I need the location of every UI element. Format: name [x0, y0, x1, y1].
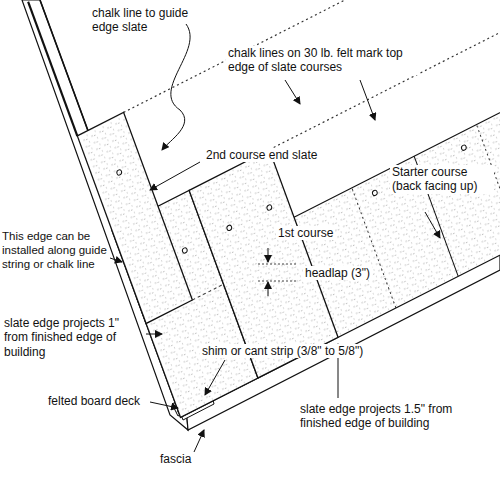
- callout-label: felted board deck: [48, 394, 140, 408]
- callout-label: shim or cant strip (3/8" to 5/8"): [200, 344, 365, 358]
- leader-lines: [110, 24, 440, 452]
- second-course-end-slate: [77, 112, 192, 323]
- guide-chalk-line: [28, 2, 77, 136]
- dimension-label: headlap (3"): [303, 266, 372, 280]
- course-label: 1st course: [276, 226, 335, 240]
- callout-label: chalk lines on 30 lb. felt mark top edge…: [226, 46, 420, 75]
- roof-plane: [28, 0, 500, 417]
- callout-label: Starter course (back facing up): [390, 165, 494, 194]
- headlap-dimension: [258, 248, 298, 296]
- callout-label: slate edge projects 1.5" from finished e…: [298, 402, 497, 431]
- callout-label: chalk line to guide edge slate: [92, 6, 210, 35]
- callout-label: This edge can be installed along guide s…: [2, 230, 110, 271]
- callout-label: fascia: [160, 452, 191, 466]
- callout-label: slate edge projects 1" from finished edg…: [4, 316, 146, 359]
- callout-label: 2nd course end slate: [204, 148, 319, 162]
